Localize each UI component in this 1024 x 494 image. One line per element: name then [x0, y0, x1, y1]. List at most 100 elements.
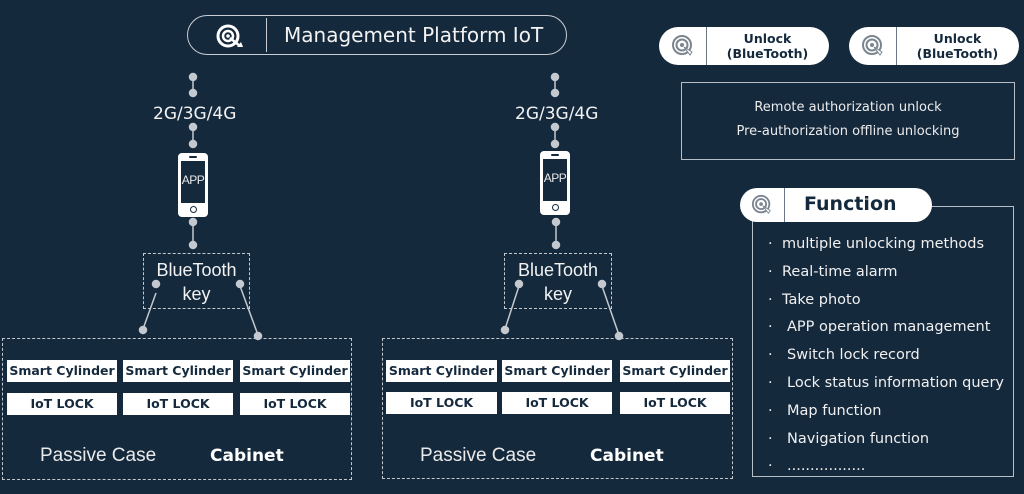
connector-node — [550, 139, 560, 149]
function-item-label: Real-time alarm — [782, 263, 898, 280]
auth-line: Pre-authorization offline unlocking — [736, 124, 960, 139]
phone-app-label: APP — [543, 171, 567, 185]
case-cabinet-box — [382, 338, 733, 479]
bullet: · — [768, 458, 773, 475]
function-item-label: APP operation management — [787, 319, 991, 336]
phone-screen — [181, 161, 205, 203]
phone-home-button — [190, 206, 197, 213]
bullet: · — [768, 402, 773, 419]
phone-speaker — [551, 154, 559, 156]
platform-title: Management Platform IoT — [284, 23, 544, 47]
bullet: · — [768, 263, 773, 280]
unlock-line2: (BlueTooth) — [916, 46, 999, 61]
function-item-label: Navigation function — [787, 430, 930, 447]
function-list-item: · Navigation function — [768, 431, 929, 447]
connector-node — [550, 72, 560, 82]
unlock-line1: Unlock — [933, 31, 982, 46]
function-header: Function — [740, 188, 932, 222]
smart-cylinder-cell: Smart Cylinder — [620, 360, 730, 382]
function-list-item: ·................. — [768, 458, 865, 474]
connector-node — [138, 325, 148, 335]
unlock-line2: (BlueTooth) — [726, 46, 809, 61]
function-list-item: · Switch lock record — [768, 347, 920, 363]
target-icon — [216, 24, 243, 48]
phone-home-button — [552, 204, 559, 211]
connector-node — [500, 325, 510, 335]
function-item-label: Switch lock record — [787, 347, 920, 364]
phone-screen — [543, 159, 567, 201]
function-list-item: · Take photo — [768, 292, 861, 308]
case-cabinet-box — [2, 338, 352, 480]
platform-title-pill: Management Platform IoT — [187, 15, 567, 55]
smart-cylinder-cell: Smart Cylinder — [240, 360, 350, 382]
function-list-item: · multiple unlocking methods — [768, 236, 984, 252]
phone-speaker — [189, 156, 197, 158]
phone-app-icon: APP — [540, 151, 570, 215]
iot-lock-cell: IoT LOCK — [123, 393, 233, 415]
connector-node — [550, 122, 560, 132]
connector-node — [188, 72, 198, 82]
divider — [706, 27, 707, 65]
bluetooth-key-line2: key — [543, 284, 572, 304]
connector-node — [188, 88, 198, 98]
divider — [784, 188, 785, 222]
network-label: 2G/3G/4G — [153, 104, 237, 124]
connector-node — [551, 240, 561, 250]
function-item-label: ................. — [787, 458, 866, 475]
function-list-item: · Map function — [768, 403, 881, 419]
unlock-bluetooth-button[interactable]: Unlock (BlueTooth) — [849, 27, 1019, 65]
smart-cylinder-cell: Smart Cylinder — [502, 360, 612, 382]
bullet: · — [768, 430, 773, 447]
connector-node — [188, 240, 198, 250]
function-title: Function — [804, 193, 897, 215]
fingerprint-target-icon — [672, 35, 693, 56]
connector-node — [551, 217, 561, 227]
unlock-button-label: Unlock (BlueTooth) — [706, 31, 829, 61]
bullet: · — [768, 291, 773, 308]
bullet: · — [768, 236, 773, 252]
iot-lock-cell: IoT LOCK — [502, 392, 612, 414]
network-label: 2G/3G/4G — [515, 104, 599, 124]
phone-app-label: APP — [181, 173, 205, 187]
iot-lock-cell: IoT LOCK — [386, 392, 497, 414]
function-item-label: Map function — [787, 402, 882, 419]
bluetooth-key-box: BlueTooth key — [143, 253, 250, 309]
bluetooth-key-line1: BlueTooth — [517, 260, 599, 280]
unlock-button-label: Unlock (BlueTooth) — [896, 31, 1019, 61]
unlock-line1: Unlock — [743, 31, 792, 46]
iot-lock-cell: IoT LOCK — [620, 392, 730, 414]
connector-node — [188, 139, 198, 149]
divider — [266, 18, 267, 52]
smart-cylinder-cell: Smart Cylinder — [386, 360, 497, 382]
bullet: · — [768, 319, 773, 336]
cabinet-label: Cabinet — [210, 446, 284, 466]
function-list-item: · APP operation management — [768, 319, 990, 335]
smart-cylinder-cell: Smart Cylinder — [7, 360, 117, 382]
connector-node — [550, 88, 560, 98]
smart-cylinder-cell: Smart Cylinder — [123, 360, 233, 382]
bluetooth-key-line1: BlueTooth — [156, 260, 237, 280]
passive-case-label: Passive Case — [420, 445, 537, 466]
authorization-box: Remote authorization unlock Pre-authoriz… — [681, 82, 1015, 160]
function-list-item: · Lock status information query — [768, 375, 1004, 391]
auth-line: Remote authorization unlock — [754, 100, 942, 115]
function-item-label: multiple unlocking methods — [782, 236, 985, 252]
connector-node — [188, 122, 198, 132]
fingerprint-target-icon — [751, 194, 771, 215]
unlock-bluetooth-button[interactable]: Unlock (BlueTooth) — [659, 27, 829, 65]
bluetooth-key-box: BlueTooth key — [504, 253, 612, 309]
fingerprint-target-icon — [862, 35, 883, 56]
iot-lock-cell: IoT LOCK — [240, 393, 350, 415]
connector-node — [188, 217, 198, 227]
function-item-label: Lock status information query — [787, 375, 1004, 391]
iot-lock-cell: IoT LOCK — [7, 393, 117, 415]
phone-app-icon: APP — [178, 153, 208, 217]
bullet: · — [768, 347, 773, 364]
bluetooth-key-line2: key — [182, 284, 211, 304]
passive-case-label: Passive Case — [40, 445, 157, 466]
bullet: · — [768, 375, 773, 391]
divider — [896, 27, 897, 65]
function-item-label: Take photo — [782, 291, 861, 308]
cabinet-label: Cabinet — [590, 446, 664, 466]
function-list-item: · Real-time alarm — [768, 264, 898, 280]
